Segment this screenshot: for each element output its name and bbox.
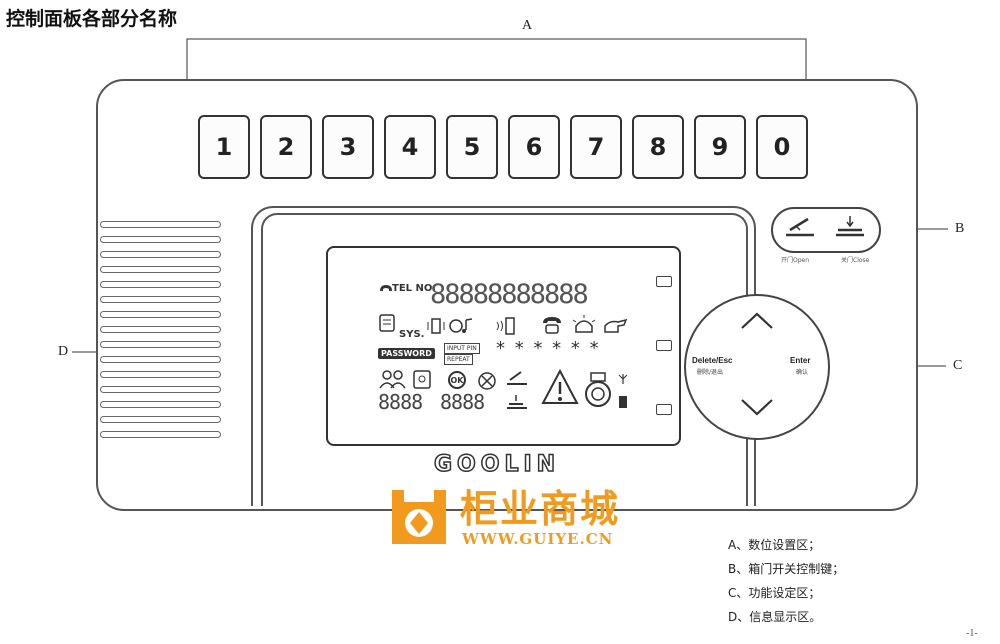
function-dial xyxy=(684,294,830,440)
legend-item-d: D、信息显示区。 xyxy=(728,610,822,624)
grille-slot xyxy=(100,401,221,408)
lcd-screen xyxy=(326,246,681,446)
door-close-icon xyxy=(505,394,529,419)
hand-icon xyxy=(602,316,628,341)
door-sensor-icon xyxy=(494,316,520,341)
vibration-icon xyxy=(426,316,446,341)
down-arrow-button[interactable] xyxy=(738,396,776,423)
password-label: PASSWORD xyxy=(378,348,435,359)
callout-d-label: D xyxy=(58,344,69,359)
indicator-light xyxy=(656,276,672,287)
grille-slot xyxy=(100,326,221,333)
grille-slot xyxy=(100,281,221,288)
grille-slot xyxy=(100,296,221,303)
callout-a-label: A xyxy=(522,18,533,33)
warning-icon xyxy=(540,368,580,413)
door-open-icon xyxy=(505,368,529,393)
safe-icon xyxy=(410,368,434,395)
segment-display-left: 8888 xyxy=(378,390,423,414)
tel-digits: 88888888888 xyxy=(430,279,589,310)
enter-button[interactable]: Enter xyxy=(790,356,811,365)
delete-esc-button[interactable]: Delete/Esc xyxy=(692,356,733,365)
keypad: 1 2 3 4 5 6 7 8 9 0 xyxy=(198,115,808,179)
key-5[interactable]: 5 xyxy=(446,115,498,179)
signal-battery-icon xyxy=(616,372,630,415)
repeat-label: REPEAT xyxy=(444,354,473,365)
close-door-button[interactable] xyxy=(832,213,868,246)
cancel-x-icon xyxy=(476,370,498,397)
watermark-url: WWW.GUIYE.CN xyxy=(462,530,614,548)
grille-slot xyxy=(100,311,221,318)
callout-b-label: B xyxy=(955,221,965,236)
key-3[interactable]: 3 xyxy=(322,115,374,179)
watermark-logo xyxy=(388,484,450,559)
manual-icon xyxy=(378,312,400,339)
key-0[interactable]: 0 xyxy=(756,115,808,179)
legend-item-c: C、功能设定区； xyxy=(728,586,821,600)
delete-esc-sub-label: 删除/退出 xyxy=(697,369,724,376)
watermark-text: 柜业商城 xyxy=(460,487,621,531)
key-8[interactable]: 8 xyxy=(632,115,684,179)
brand-logo: GOOLIN xyxy=(433,451,561,478)
open-door-button[interactable] xyxy=(782,213,818,246)
indicator-light xyxy=(656,340,672,351)
callout-c-label: C xyxy=(953,358,963,373)
grille-slot xyxy=(100,416,221,423)
pin-stars: * * * * * * xyxy=(496,338,601,359)
close-door-label: 关门Close xyxy=(841,257,870,264)
grille-slot xyxy=(100,251,221,258)
grille-slot xyxy=(100,371,221,378)
lock-dial-icon xyxy=(582,370,616,415)
page-number: -1- xyxy=(966,628,978,639)
legend-item-a: A、数位设置区； xyxy=(728,538,821,552)
up-arrow-button[interactable] xyxy=(738,310,776,337)
key-1[interactable]: 1 xyxy=(198,115,250,179)
legend-item-b: B、箱门开关控制键； xyxy=(728,562,845,576)
key-4[interactable]: 4 xyxy=(384,115,436,179)
users-icon xyxy=(378,368,408,395)
indicator-light xyxy=(656,404,672,415)
ok-indicator: OK xyxy=(448,371,466,389)
input-pin-label: INPUT PIN xyxy=(444,343,480,354)
open-door-label: 开门Open xyxy=(781,257,810,264)
telephone-icon xyxy=(540,314,564,341)
key-2[interactable]: 2 xyxy=(260,115,312,179)
grille-slot xyxy=(100,266,221,273)
tel-label: TEL NO. xyxy=(392,283,436,294)
grille-slot xyxy=(100,356,221,363)
page-title: 控制面板各部分名称 xyxy=(6,8,178,30)
key-9[interactable]: 9 xyxy=(694,115,746,179)
grille-slot xyxy=(100,431,221,438)
music-icon xyxy=(448,316,474,341)
grille-slot xyxy=(100,341,221,348)
phone-icon xyxy=(378,282,394,301)
sys-label: SYS. xyxy=(399,329,425,340)
grille-slot xyxy=(100,236,221,243)
key-7[interactable]: 7 xyxy=(570,115,622,179)
key-6[interactable]: 6 xyxy=(508,115,560,179)
door-button-group xyxy=(771,207,881,253)
enter-sub-label: 确认 xyxy=(796,369,809,376)
grille-slot xyxy=(100,221,221,228)
segment-display-right: 8888 xyxy=(440,390,485,414)
alarm-siren-icon xyxy=(570,314,598,341)
grille-slot xyxy=(100,386,221,393)
